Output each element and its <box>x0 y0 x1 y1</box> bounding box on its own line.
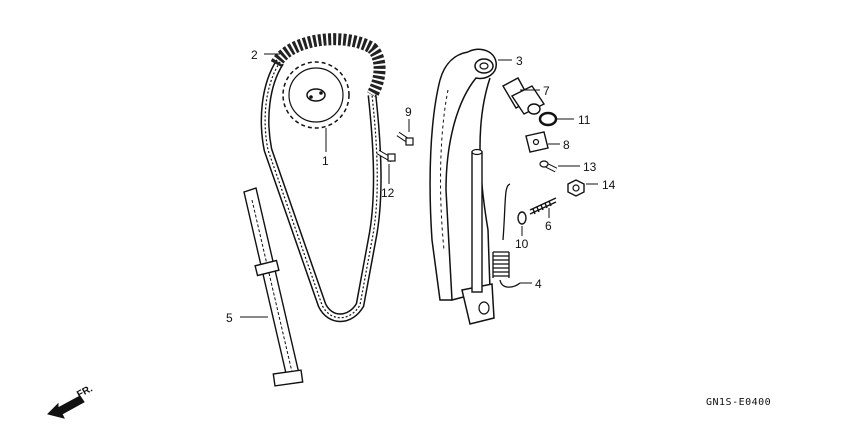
callout-13: 13 <box>583 160 597 174</box>
front-direction-label: FR. <box>75 383 95 400</box>
diagram-code: GN1S-E0400 <box>706 397 771 408</box>
tensioner-arm <box>429 48 497 325</box>
stopper-plate <box>525 131 549 153</box>
callout-12: 12 <box>381 186 395 200</box>
tensioner-lifter <box>502 77 546 115</box>
callout-11: 11 <box>578 113 591 127</box>
tensioner-rod <box>471 148 483 293</box>
callout-5: 5 <box>226 311 233 325</box>
bolt-12 <box>376 149 396 163</box>
front-direction-arrow: FR. <box>47 383 95 419</box>
washer <box>517 211 527 225</box>
bolt-9 <box>396 131 414 146</box>
adjusting-bolt <box>529 197 557 215</box>
cam-chain <box>260 33 386 323</box>
o-ring <box>538 111 558 127</box>
nut-14 <box>567 179 585 197</box>
callout-4: 4 <box>535 277 542 291</box>
chain-guide <box>243 187 304 387</box>
callout-6: 6 <box>545 219 552 233</box>
callout-9: 9 <box>405 105 412 119</box>
tensioner-spring <box>492 183 521 288</box>
callout-1: 1 <box>322 154 329 168</box>
callout-7: 7 <box>543 84 550 98</box>
callout-numbers: 2 1 3 7 11 8 13 14 6 10 4 9 12 5 <box>226 48 616 325</box>
leader-lines <box>240 53 598 318</box>
callout-14: 14 <box>602 178 616 192</box>
callout-2: 2 <box>251 48 258 62</box>
callout-3: 3 <box>516 54 523 68</box>
callout-10: 10 <box>515 237 529 251</box>
cam-sprocket <box>282 61 350 129</box>
bolt-13 <box>539 160 558 173</box>
callout-8: 8 <box>563 138 570 152</box>
